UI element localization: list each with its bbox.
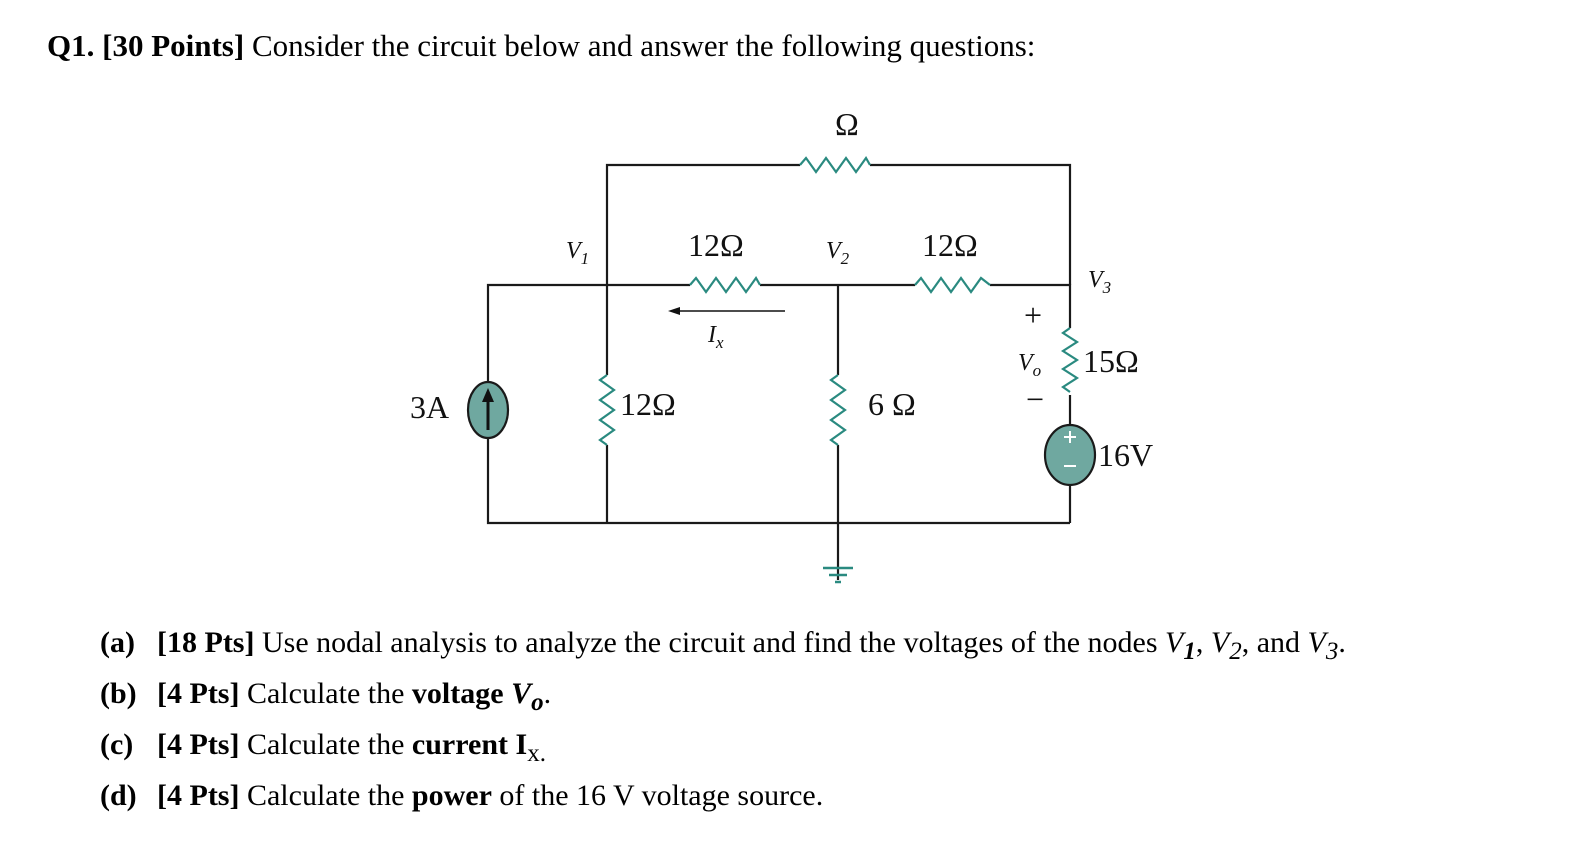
question-a: (a) [18 Pts] Use nodal analysis to analyz… (100, 622, 1346, 673)
label-vo: Vo (1018, 350, 1041, 380)
var-sub: 3 (1325, 638, 1339, 665)
resistor-v2-v3 (914, 276, 991, 294)
question-text: of the 16 V voltage source. (491, 779, 824, 812)
var-sub: o (531, 689, 544, 716)
label-r-v1-ground: 12Ω (620, 386, 676, 422)
question-c: (c) [4 Pts] Calculate the current Ix. (100, 724, 1346, 775)
question-points: [4 Pts] (157, 728, 240, 761)
var: V (511, 677, 532, 710)
label-top-resistor: Ω (835, 106, 859, 142)
question-text: Calculate the (246, 677, 412, 710)
question-list: (a) [18 Pts] Use nodal analysis to analyz… (100, 622, 1346, 817)
question-b: (b) [4 Pts] Calculate the voltage Vo. (100, 673, 1346, 724)
label-voltage-source: 16V (1098, 437, 1153, 473)
question-points: [4 Pts] (157, 779, 240, 812)
var: V (1307, 626, 1326, 659)
sep: . (543, 677, 552, 710)
resistor-v2-ground (829, 374, 847, 446)
var-sub: x. (527, 740, 546, 767)
label-r-v2-v3: 12Ω (922, 227, 978, 263)
sep: . (1338, 626, 1346, 659)
var: V (1165, 626, 1184, 659)
question-number: Q1. (47, 28, 95, 63)
resistor-v1-ground (598, 374, 616, 446)
question-text: Use nodal analysis to analyze the circui… (261, 626, 1166, 659)
question-points: [18 Pts] (157, 626, 255, 659)
bold-term: power (411, 779, 492, 812)
sep: , and (1241, 626, 1308, 659)
label-r-15: 15Ω (1083, 343, 1139, 379)
label-node-v2: V2 (826, 238, 850, 268)
question-label: (c) (100, 728, 134, 761)
bold-term: voltage (411, 677, 504, 710)
voltage-source (1043, 423, 1097, 487)
resistor-15 (1060, 327, 1080, 393)
label-r-v2-ground: 6 Ω (868, 386, 916, 422)
question-text: Calculate the (246, 728, 412, 761)
var-sub: 1 (1183, 638, 1196, 665)
label-r-v1-v2: 12Ω (688, 227, 744, 263)
resistor-top (799, 155, 871, 174)
label-node-v3: V3 (1088, 267, 1111, 297)
resistor-v1-v2 (689, 275, 761, 294)
var: I (515, 728, 528, 761)
sep: , (1195, 626, 1211, 659)
label-current-source: 3A (410, 389, 449, 425)
question-title: Q1. [30 Points] Consider the circuit bel… (47, 28, 1035, 64)
question-points: [4 Pts] (157, 677, 240, 710)
question-d: (d) [4 Pts] Calculate the power of the 16… (100, 775, 1346, 817)
bold-term: current (411, 728, 509, 761)
label-ix: Ix (707, 322, 724, 352)
question-label: (d) (100, 779, 137, 812)
question-label: (b) (100, 677, 137, 710)
vo-plus: + (1024, 297, 1042, 333)
question-prompt: Consider the circuit below and answer th… (251, 28, 1036, 63)
vo-minus: − (1026, 381, 1044, 417)
var-sub: 2 (1229, 638, 1242, 665)
wires (486, 163, 1072, 580)
label-node-v1: V1 (566, 238, 589, 268)
ground-icon (823, 566, 853, 584)
current-source (466, 380, 510, 440)
question-label: (a) (100, 626, 135, 659)
question-points: [30 Points] (102, 28, 245, 63)
current-ix-arrow (668, 307, 785, 315)
var: V (1210, 626, 1230, 659)
question-text: Calculate the (246, 779, 412, 812)
